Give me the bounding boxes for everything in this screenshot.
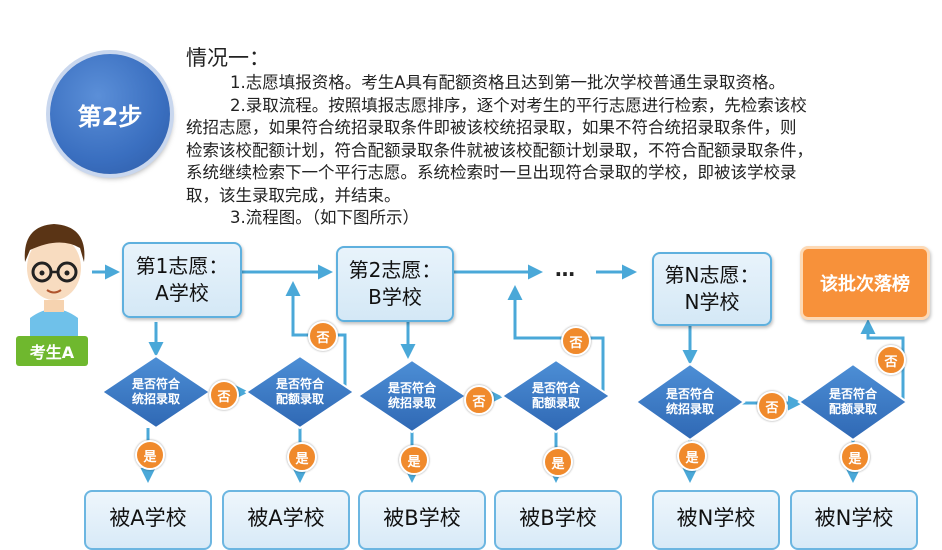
decision-unified-label-1: 是否符合统招录取 xyxy=(131,377,180,406)
decision-unified-label-2: 是否符合统招录取 xyxy=(387,381,436,410)
yes-badge: 是 xyxy=(840,442,870,472)
decision-unified-n xyxy=(634,362,746,442)
choice-node-n: 第N志愿： N学校 xyxy=(652,252,772,326)
result-box-1: 被A学校 xyxy=(84,490,212,550)
decision-quota-label-1: 是否符合配额录取 xyxy=(275,377,324,406)
result-box-3: 被B学校 xyxy=(358,490,486,550)
decision-quota-label-2: 是否符合配额录取 xyxy=(531,381,580,410)
choice-title: 第1志愿： xyxy=(135,254,229,278)
intro-heading: 情况一： xyxy=(186,46,270,70)
yes-badge: 是 xyxy=(135,440,165,470)
intro-para-2-line-2: 统招志愿，如果符合统招录取条件即被该校统招录取，如果不符合统招录取条件，则 xyxy=(186,118,797,137)
decision-unified-2 xyxy=(356,358,468,434)
decision-unified-1 xyxy=(100,354,212,430)
intro-para-2-line-3: 检索该校配额计划，符合配额录取条件就被该校配额计划录取，不符合配额录取条件， xyxy=(186,140,813,160)
intro-para-2-line-5: 取，该生录取完成，并结束。 xyxy=(186,185,401,205)
intro-para-1: 1.志愿填报资格。考生A具有配额资格且达到第一批次学校普通生录取资格。 xyxy=(230,73,786,92)
intro-para-3: 3.流程图。（如下图所示） xyxy=(230,208,419,227)
choice-school: B学校 xyxy=(368,285,422,309)
ellipsis: … xyxy=(555,257,575,281)
result-box-5: 被N学校 xyxy=(652,490,780,550)
decision-quota-1 xyxy=(244,354,356,430)
no-badge: 否 xyxy=(876,345,906,375)
result-box-2: 被A学校 xyxy=(222,490,350,550)
choice-title: 第N志愿： xyxy=(664,263,760,287)
flowchart-connectors xyxy=(24,224,909,483)
yes-badge: 是 xyxy=(677,441,707,471)
no-badge: 否 xyxy=(308,321,338,351)
decision-quota-n xyxy=(797,362,909,442)
intro-para-2-line-4: 系统继续检索下一个平行志愿。系统检索时一旦出现符合录取的学校，即被该学校录 xyxy=(186,163,797,182)
step-badge: 第2步 xyxy=(50,54,170,174)
decision-quota-label-n: 是否符合配额录取 xyxy=(828,387,877,416)
result-box-4: 被B学校 xyxy=(494,490,622,550)
no-badge: 否 xyxy=(209,380,239,410)
student-label: 考生A xyxy=(16,336,88,366)
choice-title: 第2志愿： xyxy=(348,258,442,282)
choice-school: N学校 xyxy=(684,290,740,314)
no-badge: 否 xyxy=(561,326,591,356)
no-badge: 否 xyxy=(464,385,494,415)
decision-unified-label-n: 是否符合统招录取 xyxy=(665,387,714,416)
choice-node-1: 第1志愿： A学校 xyxy=(122,242,242,318)
choice-node-2: 第2志愿： B学校 xyxy=(336,246,454,322)
decision-quota-2 xyxy=(500,358,612,434)
intro-text: 情况一： 1.志愿填报资格。考生A具有配额资格且达到第一批次学校普通生录取资格。… xyxy=(186,44,906,230)
yes-badge: 是 xyxy=(399,445,429,475)
student-avatar-icon xyxy=(24,224,85,336)
no-badge: 否 xyxy=(757,391,787,421)
yes-badge: 是 xyxy=(287,442,317,472)
result-box-6: 被N学校 xyxy=(790,490,918,550)
yes-badge: 是 xyxy=(543,447,573,477)
choice-school: A学校 xyxy=(155,281,209,305)
intro-para-2-line-1: 2.录取流程。按照填报志愿排序，逐个对考生的平行志愿进行检索，先检索该校 xyxy=(230,95,807,115)
final-fail-box: 该批次落榜 xyxy=(800,246,930,320)
